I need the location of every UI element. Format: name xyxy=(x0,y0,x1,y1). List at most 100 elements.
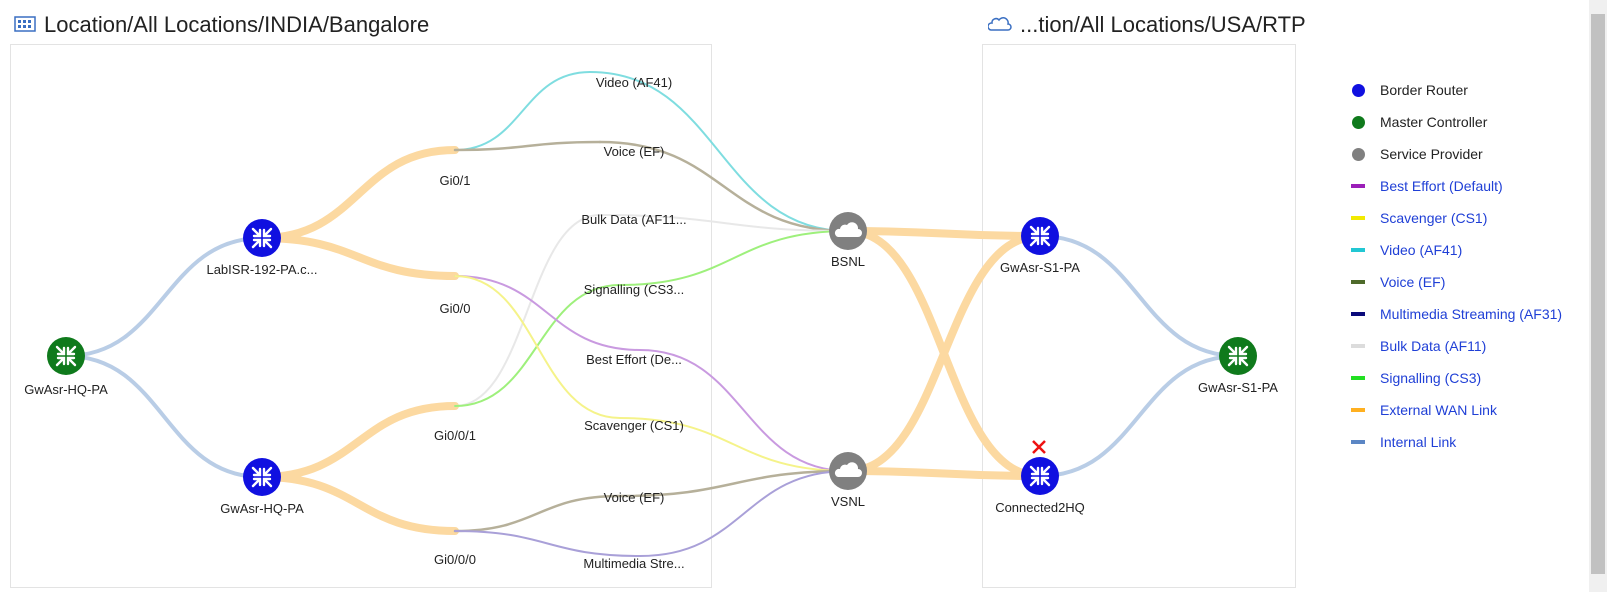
class-label-voice: Voice (EF) xyxy=(604,490,665,505)
router-arrows-icon xyxy=(251,466,273,488)
internal-link[interactable] xyxy=(64,354,264,479)
border-router-gwasr-hq-pa-label: GwAsr-HQ-PA xyxy=(220,501,304,516)
external-wan-link[interactable] xyxy=(844,467,1044,480)
cloud-outline-icon xyxy=(987,12,1012,38)
legend-item[interactable]: Video (AF41) xyxy=(1344,234,1562,266)
legend-item[interactable]: Multimedia Streaming (AF31) xyxy=(1344,298,1562,330)
legend-label: Master Controller xyxy=(1380,114,1488,130)
legend-line-icon xyxy=(1344,275,1372,289)
legend-item[interactable]: Best Effort (Default) xyxy=(1344,170,1562,202)
best-effort-link[interactable] xyxy=(639,349,849,472)
router-arrows-icon xyxy=(1029,225,1051,247)
legend-item[interactable]: Scavenger (CS1) xyxy=(1344,202,1562,234)
legend-item[interactable]: Internal Link xyxy=(1344,426,1562,458)
bulk-data-link[interactable] xyxy=(454,214,601,407)
interface-label: Gi0/0/0 xyxy=(434,552,476,567)
service-provider-vsnl-label: VSNL xyxy=(831,494,865,509)
legend-line-icon xyxy=(1344,179,1372,193)
voice-link[interactable] xyxy=(453,494,622,533)
voice-link[interactable] xyxy=(598,140,850,233)
cloud-icon xyxy=(834,222,862,237)
location-title-text: Location/All Locations/INDIA/Bangalore xyxy=(44,12,430,37)
legend-item: Master Controller xyxy=(1344,106,1562,138)
class-label-video: Video (AF41) xyxy=(596,75,672,90)
legend-label: Scavenger (CS1) xyxy=(1380,210,1488,226)
legend-line-icon xyxy=(1344,243,1372,257)
external-wan-link[interactable] xyxy=(258,402,459,481)
legend-item: Border Router xyxy=(1344,74,1562,106)
class-label-best-effort: Best Effort (De... xyxy=(586,352,682,367)
legend-item[interactable]: External WAN Link xyxy=(1344,394,1562,426)
service-provider-bsnl[interactable] xyxy=(829,212,867,250)
multimedia-link[interactable] xyxy=(454,530,641,557)
legend-label: Best Effort (Default) xyxy=(1380,178,1503,194)
border-router-gwasr-s1-pa[interactable] xyxy=(1021,217,1059,255)
legend-line-icon xyxy=(1344,371,1372,385)
border-router-connected2hq-label: Connected2HQ xyxy=(995,500,1085,515)
building-icon xyxy=(14,12,36,38)
legend-label: Border Router xyxy=(1380,82,1468,98)
legend-item[interactable]: Bulk Data (AF11) xyxy=(1344,330,1562,362)
legend-node-icon xyxy=(1344,147,1372,161)
voice-link[interactable] xyxy=(618,469,850,498)
external-wan-link[interactable] xyxy=(258,146,459,242)
cloud-icon xyxy=(834,462,862,477)
class-label-voice: Voice (EF) xyxy=(604,144,665,159)
interface-label: Gi0/0 xyxy=(439,301,470,316)
legend-label: Video (AF41) xyxy=(1380,242,1463,258)
legend-item: Service Provider xyxy=(1344,138,1562,170)
legend-label: Internal Link xyxy=(1380,434,1457,450)
border-router-gwasr-hq-pa[interactable] xyxy=(243,458,281,496)
router-arrows-icon xyxy=(251,227,273,249)
internal-link[interactable] xyxy=(64,236,264,358)
external-wan-link[interactable] xyxy=(844,232,1044,475)
service-provider-vsnl[interactable] xyxy=(829,452,867,490)
border-router-gwasr-s1-pa-label: GwAsr-S1-PA xyxy=(1000,260,1080,275)
voice-link[interactable] xyxy=(453,140,602,152)
video-link[interactable] xyxy=(589,71,849,232)
interface-label: Gi0/0/1 xyxy=(434,428,476,443)
external-wan-link[interactable] xyxy=(258,473,459,535)
legend-label: Voice (EF) xyxy=(1380,274,1446,290)
legend-node-icon xyxy=(1344,83,1372,97)
multimedia-link[interactable] xyxy=(639,470,849,557)
legend-node-icon xyxy=(1344,115,1372,129)
border-router-labisr[interactable] xyxy=(243,219,281,257)
internal-link[interactable] xyxy=(1038,354,1240,478)
vertical-scrollbar[interactable] xyxy=(1589,0,1607,592)
router-arrows-icon xyxy=(55,345,77,367)
scavenger-link[interactable] xyxy=(454,275,621,419)
legend-item[interactable]: Signalling (CS3) xyxy=(1344,362,1562,394)
best-effort-link[interactable] xyxy=(454,275,641,351)
legend-item[interactable]: Voice (EF) xyxy=(1344,266,1562,298)
bulk-data-link[interactable] xyxy=(599,214,849,232)
internal-link[interactable] xyxy=(1038,234,1240,358)
border-router-labisr-label: LabISR-192-PA.c... xyxy=(206,262,317,277)
location-title-text: ...tion/All Locations/USA/RTP xyxy=(1020,12,1306,37)
legend-line-icon xyxy=(1344,307,1372,321)
location-title-bangalore: Location/All Locations/INDIA/Bangalore xyxy=(14,12,429,38)
master-controller-gwasr-hq-pa[interactable] xyxy=(47,337,85,375)
master-controller-gwasr-s1-pa[interactable] xyxy=(1219,337,1257,375)
master-controller-gwasr-hq-pa-label: GwAsr-HQ-PA xyxy=(24,382,108,397)
video-link[interactable] xyxy=(454,71,591,151)
scavenger-link[interactable] xyxy=(619,417,849,472)
legend-label: Bulk Data (AF11) xyxy=(1380,338,1487,354)
legend-line-icon xyxy=(1344,339,1372,353)
class-label-multimedia: Multimedia Stre... xyxy=(583,556,684,571)
legend-label: External WAN Link xyxy=(1380,402,1497,418)
border-router-connected2hq[interactable] xyxy=(1021,457,1059,495)
class-label-signalling: Signalling (CS3... xyxy=(584,282,684,297)
legend-label: Signalling (CS3) xyxy=(1380,370,1482,386)
legend-label: Service Provider xyxy=(1380,146,1483,162)
external-wan-link[interactable] xyxy=(258,234,459,280)
external-wan-link[interactable] xyxy=(844,227,1044,240)
location-title-rtp: ...tion/All Locations/USA/RTP xyxy=(987,12,1306,38)
legend-line-icon xyxy=(1344,435,1372,449)
legend-label: Multimedia Streaming (AF31) xyxy=(1380,306,1563,322)
signalling-link[interactable] xyxy=(619,230,849,286)
master-controller-gwasr-s1-pa-label: GwAsr-S1-PA xyxy=(1198,380,1278,395)
scrollbar-thumb[interactable] xyxy=(1591,14,1605,574)
